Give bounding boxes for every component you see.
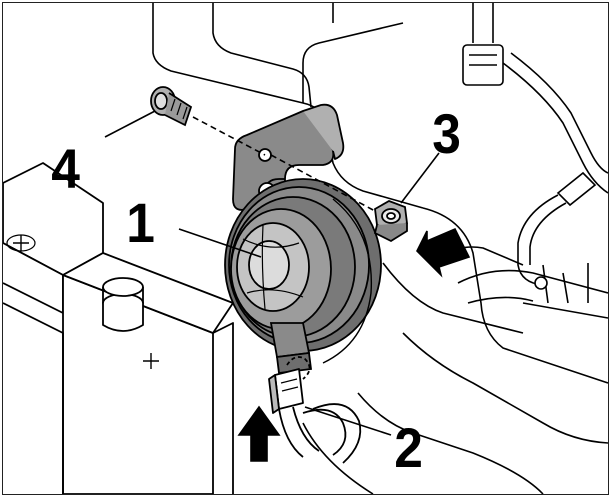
illustration (3, 3, 608, 494)
arrow-right (416, 227, 471, 278)
battery (3, 162, 234, 494)
bolt (150, 86, 193, 127)
callout-2: 2 (394, 416, 423, 479)
wire-harness (462, 3, 608, 290)
connector (268, 356, 362, 464)
horn-assembly (224, 178, 382, 375)
callout-3: 3 (432, 102, 461, 165)
mounting-bracket (232, 103, 345, 211)
callout-4: 4 (51, 137, 80, 200)
leader-lines (104, 110, 440, 436)
callout-1: 1 (126, 191, 155, 254)
flange-nut (373, 200, 408, 243)
alignment-lines (192, 116, 376, 212)
arrow-up (237, 405, 281, 462)
